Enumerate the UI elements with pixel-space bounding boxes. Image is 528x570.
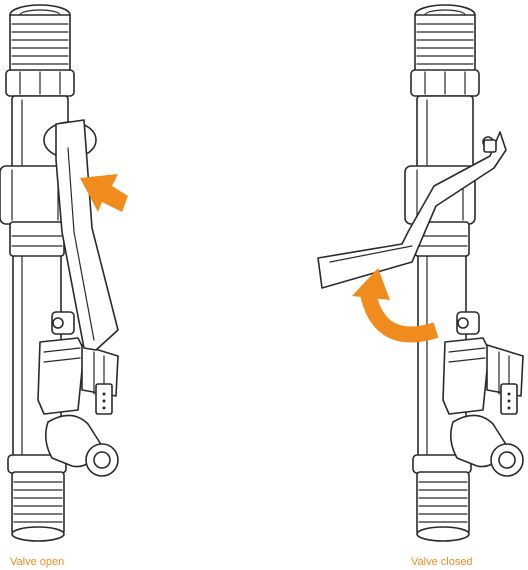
push-arrow — [80, 174, 128, 212]
valve-handle-open — [55, 119, 119, 351]
curved-rotation-arrow — [352, 268, 439, 343]
open-valve-assembly — [0, 4, 128, 542]
valve-handle-closed — [317, 131, 507, 289]
valve-closed-caption: Valve closed — [411, 556, 473, 568]
closed-valve-assembly — [317, 4, 524, 542]
valve-open-caption: Valve open — [10, 556, 65, 568]
